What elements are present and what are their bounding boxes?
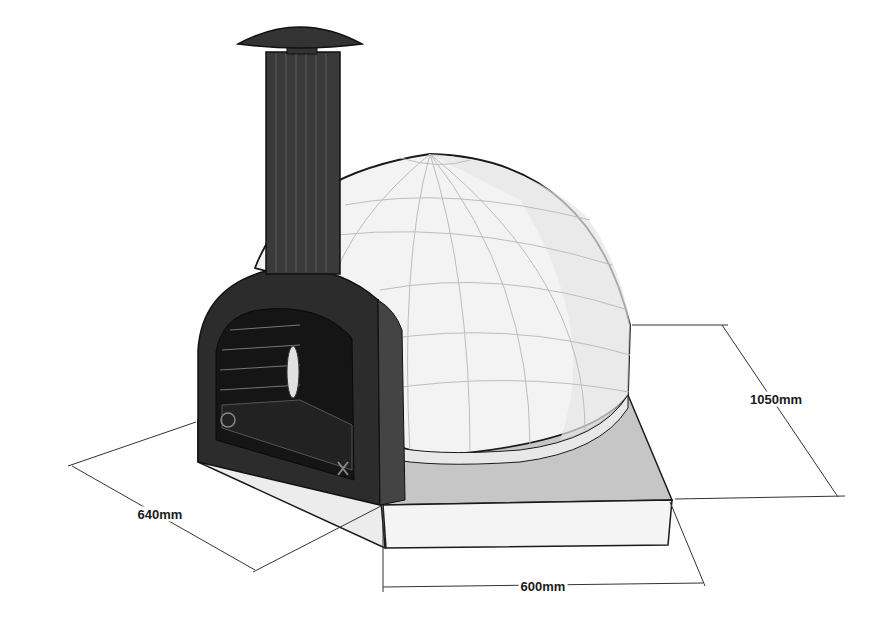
logo-mark xyxy=(221,413,235,427)
dimension-label: 1050mm xyxy=(748,392,804,407)
thermometer xyxy=(287,346,299,398)
arch-frame xyxy=(198,269,380,506)
oven-floor xyxy=(222,400,352,470)
dimension-lines xyxy=(68,325,845,592)
chimney-cap xyxy=(238,27,362,48)
dimension-label: 640mm xyxy=(136,507,185,522)
oven-opening xyxy=(216,309,354,480)
arch-side xyxy=(378,300,405,505)
logo-mark xyxy=(338,462,348,475)
chimney-lines xyxy=(276,54,326,272)
dimension-label: 600mm xyxy=(519,579,568,594)
slab-front xyxy=(383,500,672,548)
dome-band xyxy=(385,395,628,464)
chimney xyxy=(266,52,340,274)
